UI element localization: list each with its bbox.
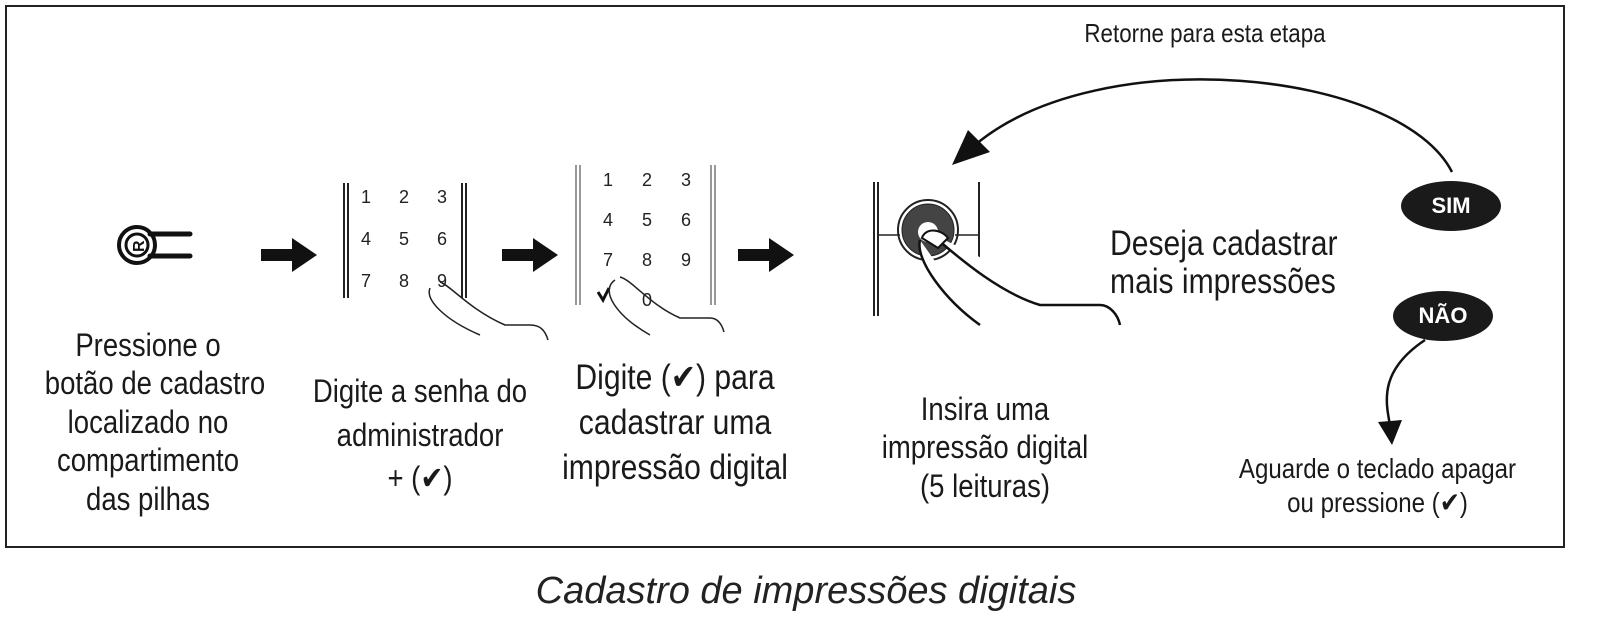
- register-button-icon: R: [117, 225, 193, 265]
- return-label: Retorne para esta etapa: [1084, 18, 1326, 48]
- keypad-key: 5: [399, 229, 409, 249]
- keypad-key: 4: [603, 210, 613, 230]
- keypad-key: 7: [361, 271, 371, 291]
- step-arrows: [261, 238, 794, 272]
- text-line: impressão digital: [881, 429, 1089, 466]
- keypad-key: 7: [603, 250, 613, 270]
- check-key-icon: [596, 287, 611, 304]
- keypad-1: [343, 183, 467, 298]
- arrow-right-icon: [261, 238, 317, 272]
- keypad-key: 1: [603, 170, 613, 190]
- text-line: botão de cadastro: [44, 365, 266, 402]
- text-line: + (✔): [387, 460, 453, 497]
- keypad-key: 5: [642, 210, 652, 230]
- hand-icon: [918, 230, 1122, 327]
- text-line: Pressione o: [75, 327, 221, 363]
- keypad-key: 9: [437, 271, 447, 291]
- step-3-text: Digite (✔) para cadastrar uma impressão …: [555, 356, 796, 490]
- arrow-right-icon: [738, 238, 794, 272]
- return-arrow: [974, 78, 1454, 173]
- keypad-key: 3: [681, 170, 691, 190]
- text-line: mais impressões: [1110, 261, 1336, 301]
- question-text: Deseja cadastrar mais impressões: [1110, 225, 1342, 301]
- keypad-key: 8: [642, 250, 652, 270]
- text-line: Digite (✔) para: [575, 358, 775, 397]
- keypad-key: 0: [642, 290, 652, 310]
- keypad-key: 8: [399, 271, 409, 291]
- hand-icon: [428, 281, 549, 341]
- figure-caption: Cadastro de impressões digitais: [535, 570, 1077, 612]
- text-line: impressão digital: [562, 447, 788, 487]
- text-line: Insira uma: [920, 391, 1050, 427]
- keypad-key: 6: [437, 229, 447, 249]
- keypad-key: 6: [681, 210, 691, 230]
- text-line: cadastrar uma: [578, 402, 772, 442]
- arrow-right-icon: [502, 238, 558, 272]
- text-line: localizado no: [67, 403, 229, 440]
- text-line: Deseja cadastrar: [1110, 224, 1338, 263]
- text-line: administrador: [336, 416, 504, 453]
- yes-badge: SIM: [1401, 181, 1501, 231]
- diagram-frame: [5, 5, 1565, 548]
- keypad-key: 2: [399, 187, 409, 207]
- keypad-2: [575, 165, 716, 305]
- keypad-key: 2: [642, 170, 652, 190]
- text-line: Digite a senha do: [312, 373, 528, 409]
- step-4-text: Insira uma impressão digital (5 leituras…: [865, 390, 1106, 505]
- text-line: Aguarde o teclado apagar: [1238, 453, 1517, 484]
- no-action-text: Aguarde o teclado apagar ou pressione (✔…: [1238, 452, 1518, 519]
- svg-text:R: R: [131, 240, 148, 252]
- text-line: ou pressione (✔): [1287, 486, 1468, 518]
- keypad-key: 1: [361, 187, 371, 207]
- hand-icon: [608, 276, 725, 336]
- keypad-key: 3: [437, 187, 447, 207]
- text-line: das pilhas: [86, 480, 210, 517]
- step-2-text: Digite a senha do administrador + (✔): [300, 370, 541, 501]
- fingerprint-reader: [873, 182, 980, 316]
- keypad-key: 4: [361, 229, 371, 249]
- text-line: compartimento: [56, 442, 239, 479]
- keypad-key: 9: [681, 250, 691, 270]
- no-arrow: [1385, 338, 1426, 426]
- step-1-text: Pressione o botão de cadastro localizado…: [44, 326, 266, 518]
- text-line: (5 leituras): [920, 467, 1050, 504]
- no-badge: NÃO: [1393, 291, 1493, 341]
